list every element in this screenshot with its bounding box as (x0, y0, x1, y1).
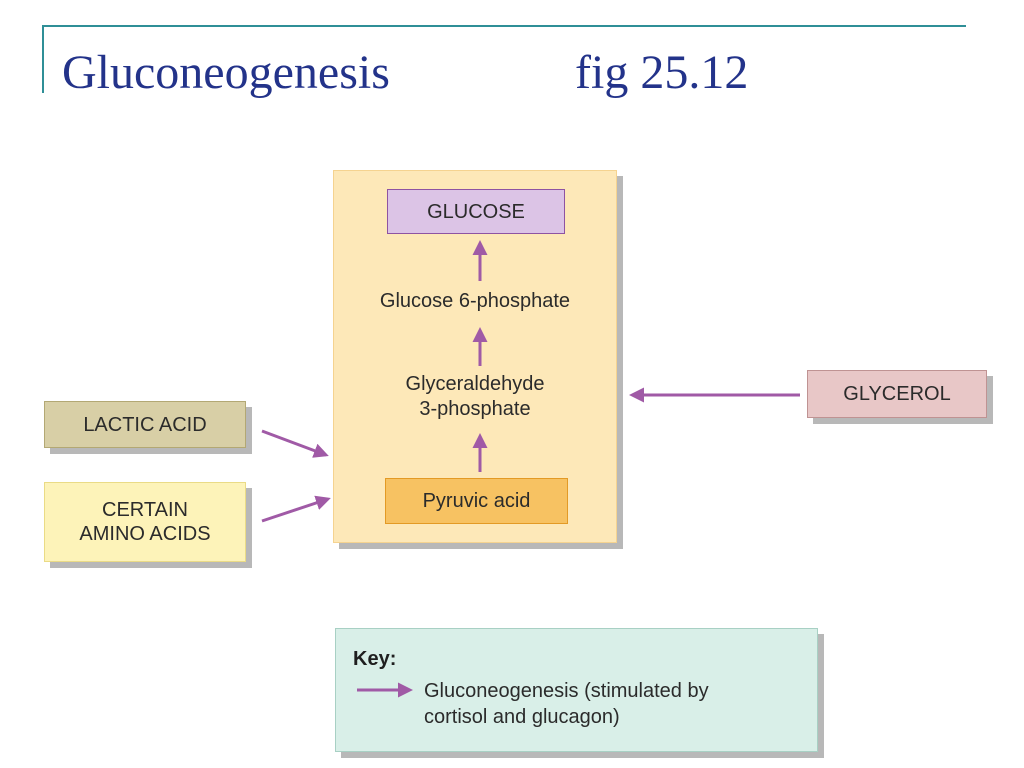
glucose-label: GLUCOSE (427, 200, 525, 223)
slide-title: Gluconeogenesis (62, 46, 390, 99)
lactic-acid-label: LACTIC ACID (83, 413, 207, 436)
arrow-amino-to-panel (261, 495, 331, 523)
title-side-rule (42, 25, 44, 93)
lactic-acid-box: LACTIC ACID (44, 401, 246, 448)
key-panel (335, 628, 818, 752)
key-title: Key: (353, 648, 397, 670)
glyceraldehyde-3-phosphate-label: Glyceraldehyde 3-phosphate (405, 373, 545, 420)
figure-reference: fig 25.12 (575, 46, 749, 99)
arrow-lactic-to-panel (261, 429, 329, 458)
key-description: Gluconeogenesis (stimulated by cortisol … (424, 680, 709, 728)
title-rule (42, 25, 966, 27)
pyruvic-acid-label: Pyruvic acid (422, 490, 531, 512)
glucose-box: GLUCOSE (387, 189, 565, 234)
pyruvic-acid-box: Pyruvic acid (385, 478, 568, 524)
glycerol-label: GLYCEROL (843, 383, 951, 405)
amino-acids-label: CERTAIN AMINO ACIDS (79, 499, 211, 545)
amino-acids-box: CERTAIN AMINO ACIDS (44, 482, 246, 562)
glucose-6-phosphate-label: Glucose 6-phosphate (379, 289, 571, 312)
glycerol-box: GLYCEROL (807, 370, 987, 418)
